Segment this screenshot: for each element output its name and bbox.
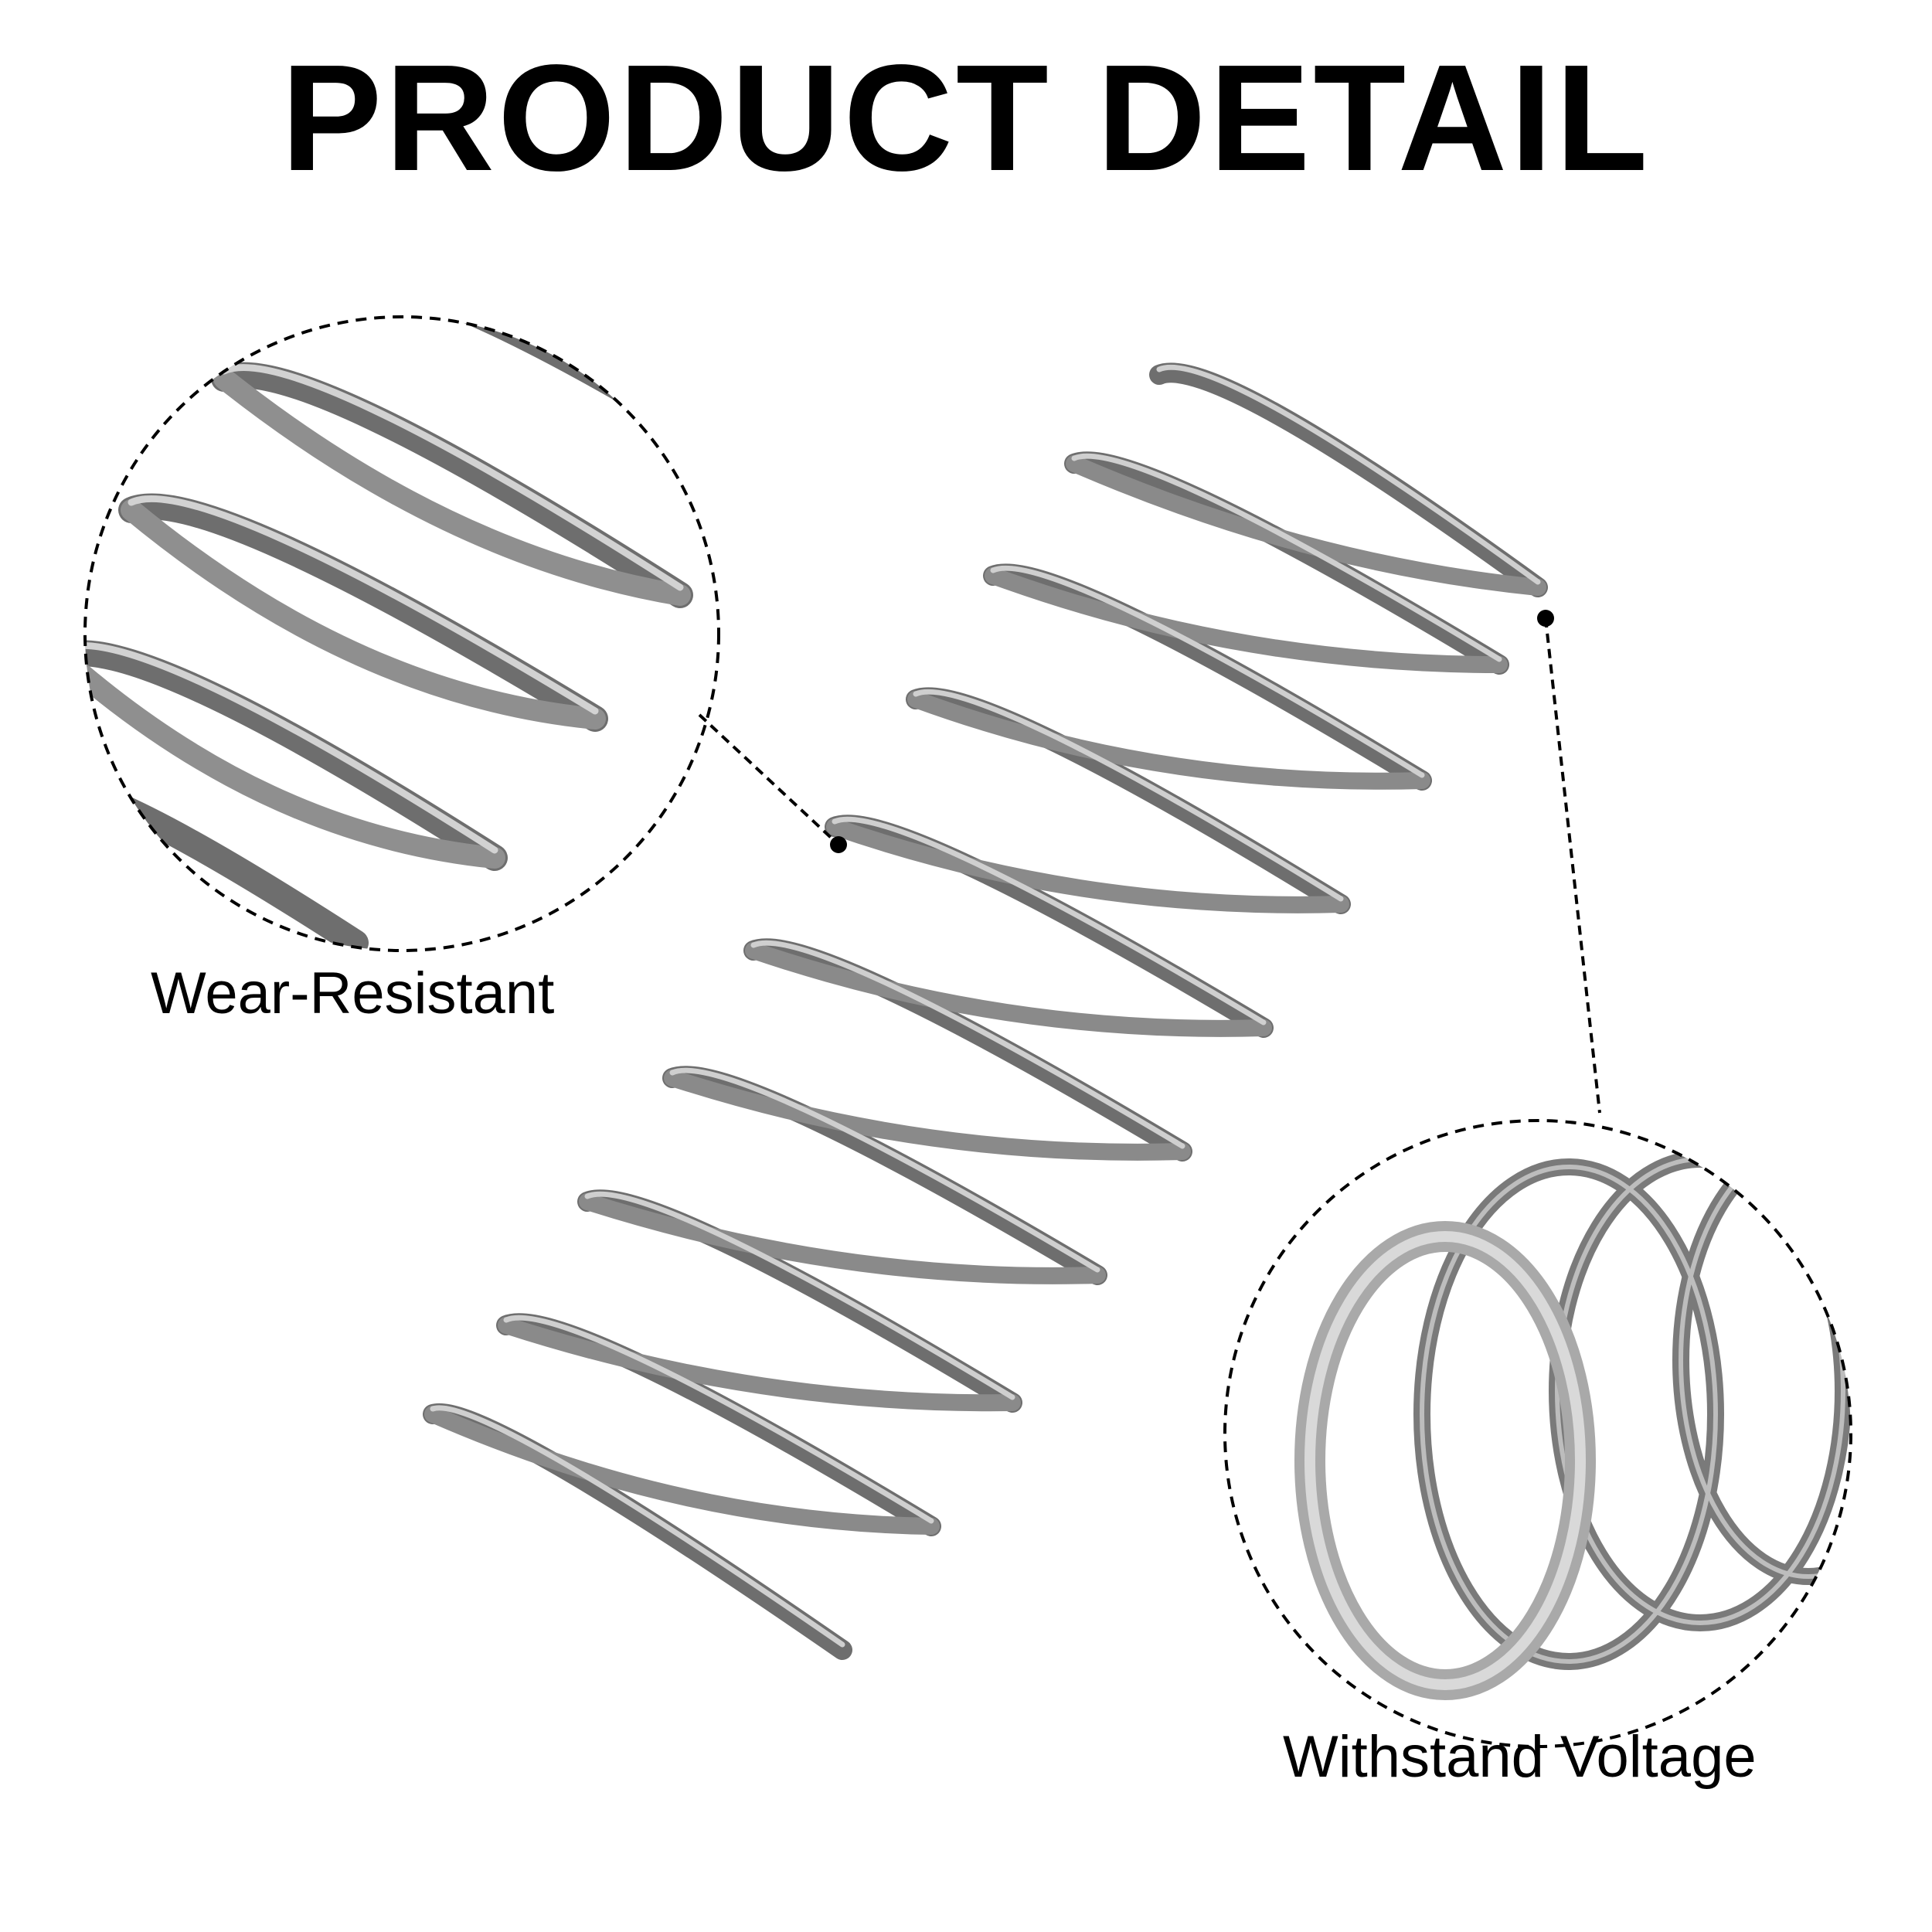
callout-leader-lines (698, 617, 1601, 1114)
callout-label-wear-resistant: Wear-Resistant (151, 961, 555, 1026)
callout-label-withstand-voltage: Withstand Voltage (1283, 1724, 1757, 1790)
compression-spring-icon (423, 362, 1548, 1660)
spring-end-zoom-icon (1223, 1119, 1852, 1748)
anchor-dot-right (1537, 610, 1554, 627)
page-title: PRODUCT DETAIL (281, 33, 1651, 202)
wear-resistant-zoom-icon (83, 315, 720, 952)
anchor-dot-left (830, 836, 847, 853)
